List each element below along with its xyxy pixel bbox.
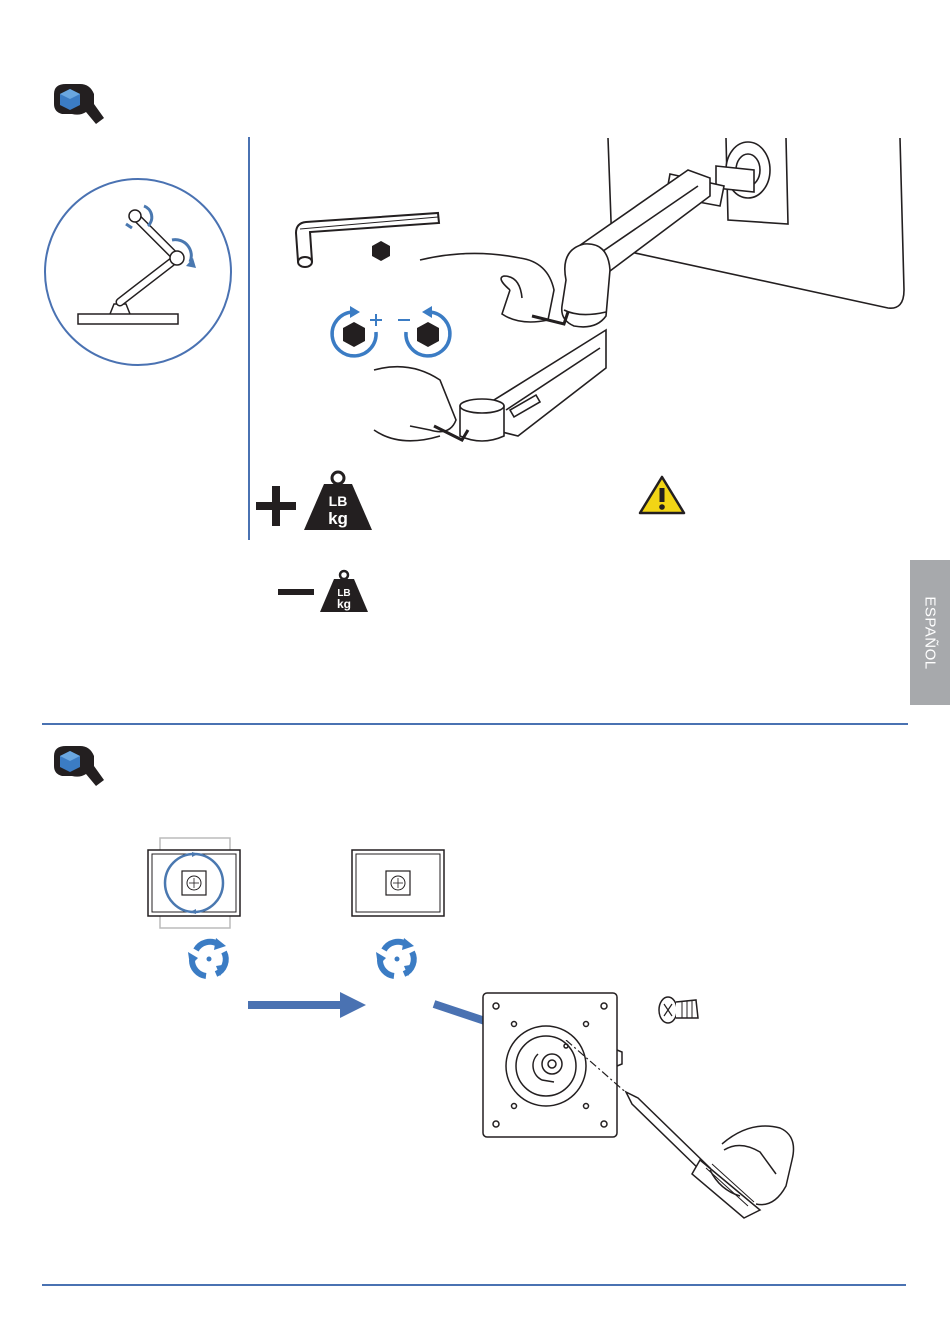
monitor-rotation-diagram: [144, 836, 244, 930]
screwdriver-icon: [560, 1040, 800, 1220]
rotate-icon: [374, 936, 420, 980]
language-tab[interactable]: ESPAÑOL: [910, 560, 950, 705]
add-weight-icon: LB kg: [254, 468, 374, 532]
screw-icon: [656, 990, 702, 1028]
section-divider-vertical: [248, 137, 250, 540]
rotate-icon: [186, 936, 232, 980]
arrow-right-icon: [248, 990, 368, 1020]
language-tab-label: ESPAÑOL: [922, 596, 939, 669]
section-divider: [42, 723, 908, 725]
remove-weight-icon: LB kg: [276, 568, 370, 614]
svg-text:kg: kg: [337, 597, 351, 611]
section-divider-bottom: [42, 1284, 906, 1286]
arm-inset-circle: [40, 176, 236, 372]
hand-tool-icon: [50, 80, 106, 128]
monitor-arm-illustration: [370, 130, 910, 450]
hand-tool-icon: [50, 742, 106, 790]
weight-lb-label: LB: [329, 493, 348, 509]
weight-kg-label: kg: [328, 509, 348, 528]
warning-icon: [638, 474, 686, 516]
monitor-locked-diagram: [350, 846, 446, 920]
